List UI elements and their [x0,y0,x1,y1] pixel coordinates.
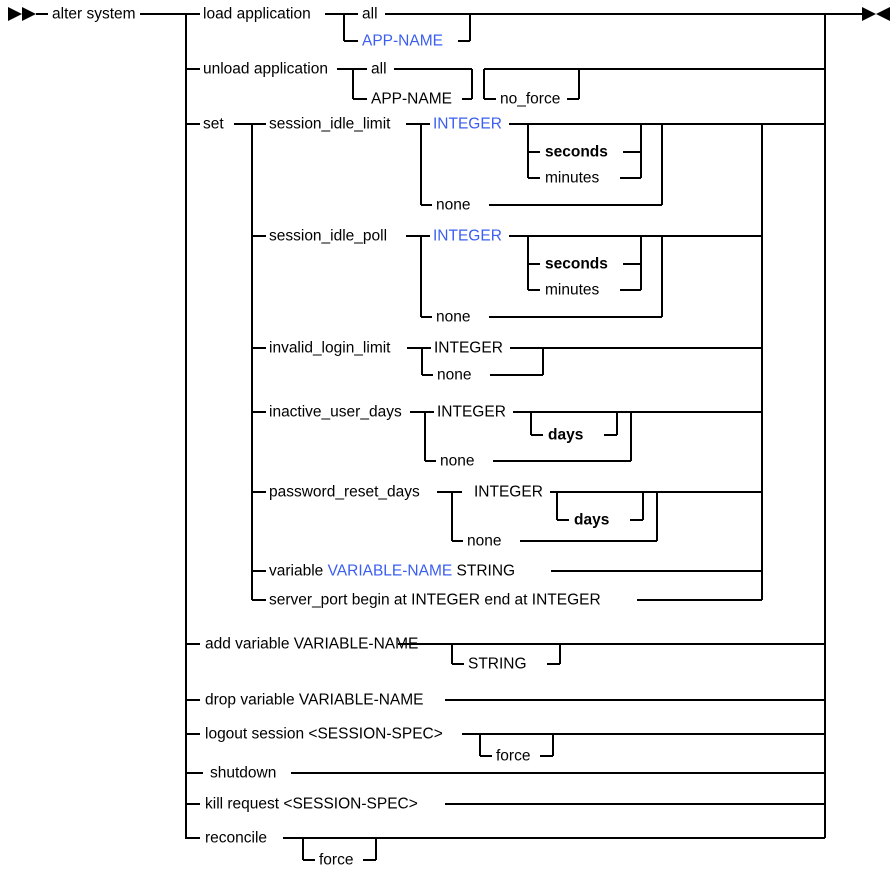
label-sil-seconds: seconds [545,143,608,161]
label-load-app-name: APP-NAME [362,32,443,50]
label-iud-days: days [548,426,584,444]
label-add-variable: add variable VARIABLE-NAME [205,635,419,653]
label-reconcile-force: force [319,851,354,869]
label-iud-integer: INTEGER [437,403,506,421]
label-session-idle-poll: session_idle_poll [269,227,388,245]
label-prd-integer: INTEGER [474,483,543,501]
label-invalid-login-limit: invalid_login_limit [269,339,391,357]
label-load-application: load application [203,5,311,23]
label-ill-none: none [437,366,472,384]
label-set-variable-post: STRING [452,562,516,580]
label-password-reset-days: password_reset_days [269,483,420,501]
label-set: set [203,115,224,133]
label-drop-variable: drop variable VARIABLE-NAME [205,691,424,709]
label-sil-none: none [436,196,471,214]
label-set-variable-pre: variable [269,562,328,580]
label-sip-minutes: minutes [545,281,600,299]
label-add-string: STRING [468,655,527,673]
label-logout-session: logout session <SESSION-SPEC> [205,725,443,743]
label-server-port: server_port begin at INTEGER end at INTE… [269,591,601,609]
label-prd-days: days [574,511,610,529]
label-shutdown: shutdown [210,764,277,782]
label-sip-integer: INTEGER [433,227,502,245]
end-marker [862,7,890,21]
label-unload-application: unload application [203,60,328,78]
label-set-variable-name: VARIABLE-NAME [327,562,453,580]
label-load-all: all [362,5,378,23]
label-session-idle-limit: session_idle_limit [269,115,391,133]
label-ill-integer: INTEGER [434,339,503,357]
label-alter-system: alter system [52,5,136,23]
label-set-variable: variable VARIABLE-NAME STRING [269,563,515,579]
label-inactive-user-days: inactive_user_days [269,403,402,421]
label-unload-app-name: APP-NAME [371,90,452,108]
label-reconcile: reconcile [205,829,268,847]
label-iud-none: none [440,452,475,470]
label-sil-minutes: minutes [545,169,600,187]
label-kill-request: kill request <SESSION-SPEC> [205,795,418,813]
label-sil-integer: INTEGER [433,115,502,133]
label-logout-force: force [496,747,531,765]
label-sip-seconds: seconds [545,255,608,273]
label-unload-all: all [371,60,387,78]
label-sip-none: none [436,308,471,326]
start-marker [8,7,36,21]
label-no-force: no_force [500,90,561,108]
label-prd-none: none [467,532,502,550]
